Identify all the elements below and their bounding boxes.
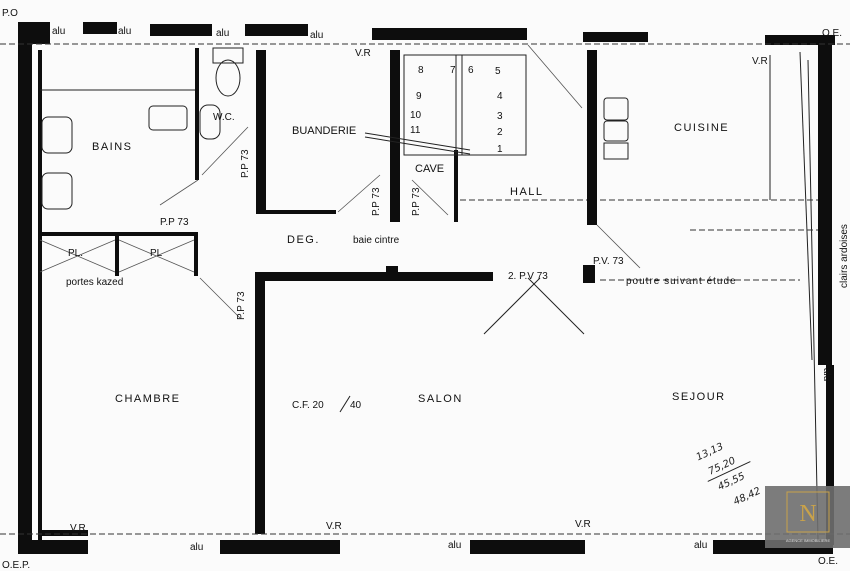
stair-step: 3 (497, 111, 503, 122)
room-label-chambre: CHAMBRE (115, 393, 181, 405)
shutter-vr: V.R (752, 56, 768, 67)
window-alu: alu (310, 30, 323, 41)
construction-lines (0, 43, 850, 541)
walls (18, 22, 835, 554)
shutter-vr: V.R (575, 519, 591, 530)
note-pp73: P.P 73 (160, 217, 189, 228)
stair-step: 9 (416, 91, 422, 102)
room-label-sejour: SEJOUR (672, 391, 726, 403)
staircase (403, 54, 527, 156)
room-label-hall: HALL (510, 186, 544, 198)
window-alu: alu (190, 542, 203, 553)
logo-letter: N (799, 501, 816, 527)
kitchen-sink-icon (603, 97, 629, 121)
handwritten-value: 45,55 (716, 471, 747, 493)
corner-label: O.E. (822, 28, 842, 39)
handwritten-calculation: 13,13 75,20 45,55 48,42 (695, 441, 763, 508)
window-alu: alu (52, 26, 65, 37)
note-baie: baie cintre (353, 235, 400, 246)
drainer-icon (603, 142, 629, 160)
room-label-salon: SALON (418, 393, 463, 405)
note-pl: PL. (68, 248, 83, 259)
window-alu: alu (448, 540, 461, 551)
shutter-vr: V.R (355, 48, 371, 59)
stair-step: 4 (497, 91, 503, 102)
handwritten-value: 48,42 (732, 486, 763, 508)
window-alu: alu (821, 368, 832, 381)
room-label-buanderie: BUANDERIE (292, 125, 356, 137)
stair-step: 2 (497, 127, 503, 138)
note-pp73: P.P 73 (240, 149, 251, 178)
stair-step: 11 (410, 125, 421, 136)
shutter-vr: V.R (326, 521, 342, 532)
bidet-icon (199, 104, 221, 140)
stair-numbers: 1 2 3 4 5 6 7 8 9 10 11 (410, 65, 503, 155)
room-label-deg: DEG. (287, 234, 320, 246)
note-pv73: P.V. 73 (593, 256, 624, 267)
window-alu: alu (118, 26, 131, 37)
sink-icon (41, 116, 73, 154)
toilet-tank-icon (212, 47, 244, 64)
note-pp73: P.P 73 (371, 187, 382, 216)
stair-step: 10 (410, 110, 422, 121)
sink-icon (41, 172, 73, 210)
shutter-vr: V.R (70, 523, 86, 534)
stair-step: 5 (495, 66, 501, 77)
room-label-cave: CAVE (415, 163, 444, 175)
room-label-bains: BAINS (92, 141, 133, 153)
note-pl: PL (150, 248, 163, 259)
agency-logo: N AGENCE IMMOBILIERE (765, 486, 850, 548)
stair-step: 8 (418, 65, 424, 76)
stair-step: 7 (450, 65, 456, 76)
room-label-wc: W.C. (213, 112, 235, 123)
note-poutre: poutre suivant étude (626, 276, 737, 287)
bathtub-icon (148, 105, 188, 131)
room-label-cuisine: CUISINE (674, 122, 729, 134)
kitchen-sink-icon (603, 120, 629, 142)
note-cf: C.F. 20 (292, 400, 324, 411)
corner-label: O.E. (818, 556, 838, 567)
stair-step: 1 (497, 144, 503, 155)
window-alu: alu (216, 28, 229, 39)
note-pp73: P.P 73 (411, 187, 422, 216)
corner-label: P.O (2, 8, 18, 19)
toilet-icon (215, 59, 241, 97)
stair-step: 6 (468, 65, 474, 76)
note-portes: portes kazed (66, 277, 123, 288)
corner-label: O.E.P. (2, 560, 30, 571)
note-clairs: clairs ardoises (839, 224, 850, 288)
fixtures (41, 47, 629, 210)
window-alu: alu (694, 540, 707, 551)
logo-caption: AGENCE IMMOBILIERE (786, 538, 831, 543)
note-pp73: P.P 73 (236, 291, 247, 320)
note-2pv73: 2. P.V 73 (508, 271, 548, 282)
note-cf-value: 40 (350, 400, 362, 411)
